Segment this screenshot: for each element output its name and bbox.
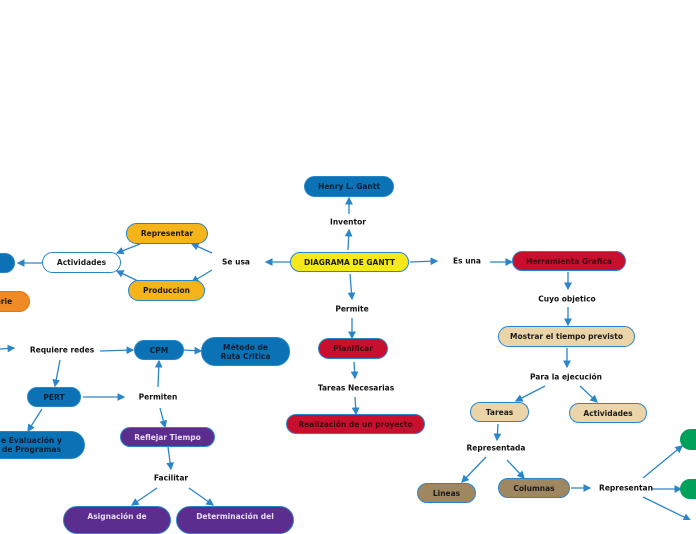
node-representar[interactable]: Representar [126, 223, 208, 244]
node-tareas[interactable]: Tareas [470, 402, 529, 422]
central-node-gantt[interactable]: DIAGRAMA DE GANTT [290, 252, 409, 272]
node-metodo-ruta-critica[interactable]: Método de Ruta Critica [201, 337, 290, 366]
node-pert[interactable]: PERT [27, 387, 81, 407]
node-lineas[interactable]: Lineas [417, 483, 476, 503]
label-requiere-redes: Requiere redes [29, 345, 95, 355]
label-es-una: Es una [453, 256, 481, 266]
node-herramienta-grafica[interactable]: Herramienta Grafica [512, 251, 626, 271]
label-tareas-necesarias: Tareas Necesarias [317, 383, 395, 393]
node-evaluacion-programas[interactable]: e Evaluación y de Programas [0, 431, 85, 459]
node-green-1-partial[interactable] [680, 429, 696, 450]
node-mostrar-tiempo[interactable]: Mostrar el tiempo previsto [498, 326, 635, 347]
label-permite: Permite [335, 304, 369, 314]
node-produccion[interactable]: Produccion [128, 280, 205, 301]
node-green-2-partial[interactable] [680, 479, 696, 499]
node-asignacion[interactable]: Asignación de [63, 506, 171, 534]
node-actividades-right[interactable]: Actividades [569, 403, 647, 423]
label-para-ejecucion: Para la ejecución [529, 372, 603, 382]
node-columnas[interactable]: Columnas [498, 478, 570, 498]
label-facilitar: Facilitar [153, 473, 189, 483]
node-realizacion[interactable]: Realización de un proyecto [286, 414, 425, 434]
label-permiten: Permiten [138, 392, 178, 402]
label-cuyo-objetico: Cuyo objetico [538, 294, 596, 304]
label-inventor: Inventor [330, 217, 366, 227]
node-cpm[interactable]: CPM [134, 340, 184, 360]
node-left-blue-partial[interactable] [0, 253, 15, 273]
label-se-usa: Se usa [222, 257, 250, 267]
node-actividades-left[interactable]: Actividades [42, 252, 121, 273]
node-serie-partial[interactable]: erie [0, 291, 30, 312]
connector-layer [0, 196, 692, 520]
label-representan: Representan [599, 483, 653, 493]
label-representada: Representada [466, 443, 526, 453]
node-determinacion[interactable]: Determinación del [176, 506, 294, 534]
node-henry-gantt[interactable]: Henry L. Gantt [304, 176, 394, 197]
node-reflejar-tiempo[interactable]: Reflejar Tiempo [120, 427, 215, 447]
node-planificar[interactable]: Planificar [318, 338, 388, 359]
